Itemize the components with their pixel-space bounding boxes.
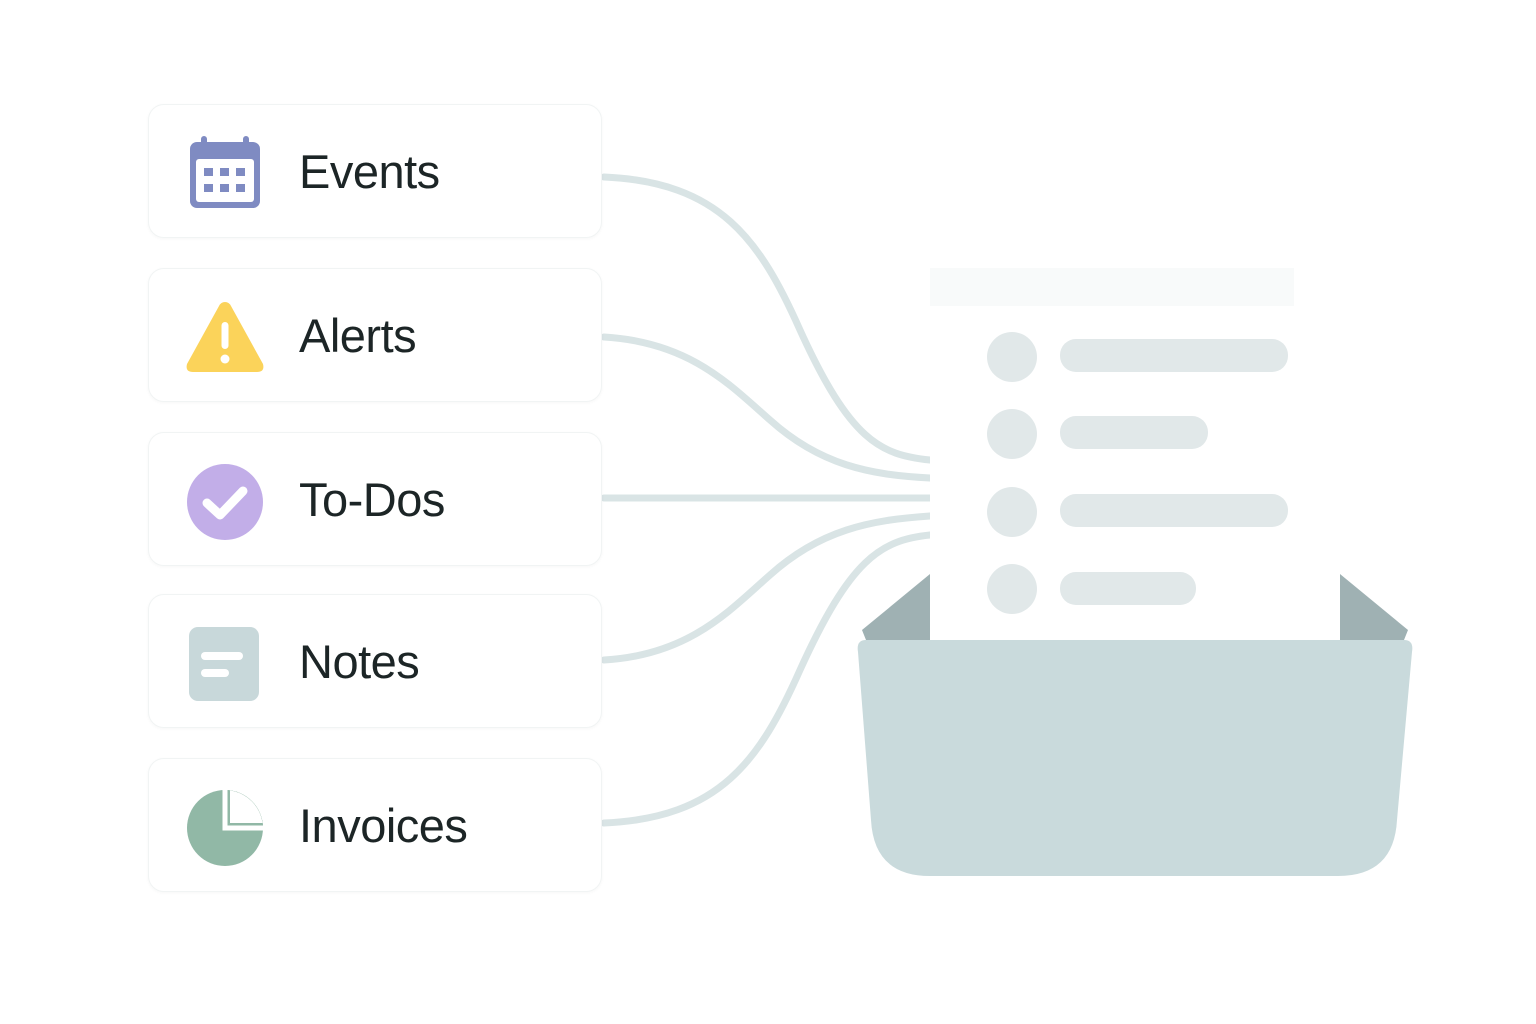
list-bullet-4: [987, 564, 1037, 614]
source-card-notes: Notes: [148, 594, 602, 728]
pie-chart-icon: [187, 790, 263, 866]
source-label-todos: To-Dos: [299, 473, 445, 526]
tray-back-right: [1340, 574, 1408, 640]
list-bullet-1: [987, 332, 1037, 382]
note-icon: [189, 627, 259, 701]
connector-alerts: [600, 333, 934, 482]
document: [930, 268, 1340, 648]
connector-events: [600, 173, 934, 464]
list-line-3: [1060, 494, 1288, 527]
calendar-icon: [190, 136, 260, 208]
list-line-4: [1060, 572, 1196, 605]
source-card-alerts: Alerts: [148, 268, 602, 402]
list-line-1: [1060, 339, 1288, 372]
connector-notes: [600, 512, 934, 664]
source-card-todos: To-Dos: [148, 432, 602, 566]
tray-back-left: [862, 574, 930, 640]
source-label-events: Events: [299, 145, 440, 198]
warning-icon: [186, 302, 264, 372]
tray-front: [857, 640, 1413, 876]
source-label-alerts: Alerts: [299, 309, 417, 362]
source-label-notes: Notes: [299, 635, 420, 688]
source-label-invoices: Invoices: [299, 799, 468, 852]
source-card-events: Events: [148, 104, 602, 238]
source-card-invoices: Invoices: [148, 758, 602, 892]
connector-invoices: [600, 531, 934, 827]
check-circle-icon: [187, 464, 263, 540]
list-bullet-3: [987, 487, 1037, 537]
list-bullet-2: [987, 409, 1037, 459]
list-line-2: [1060, 416, 1208, 449]
